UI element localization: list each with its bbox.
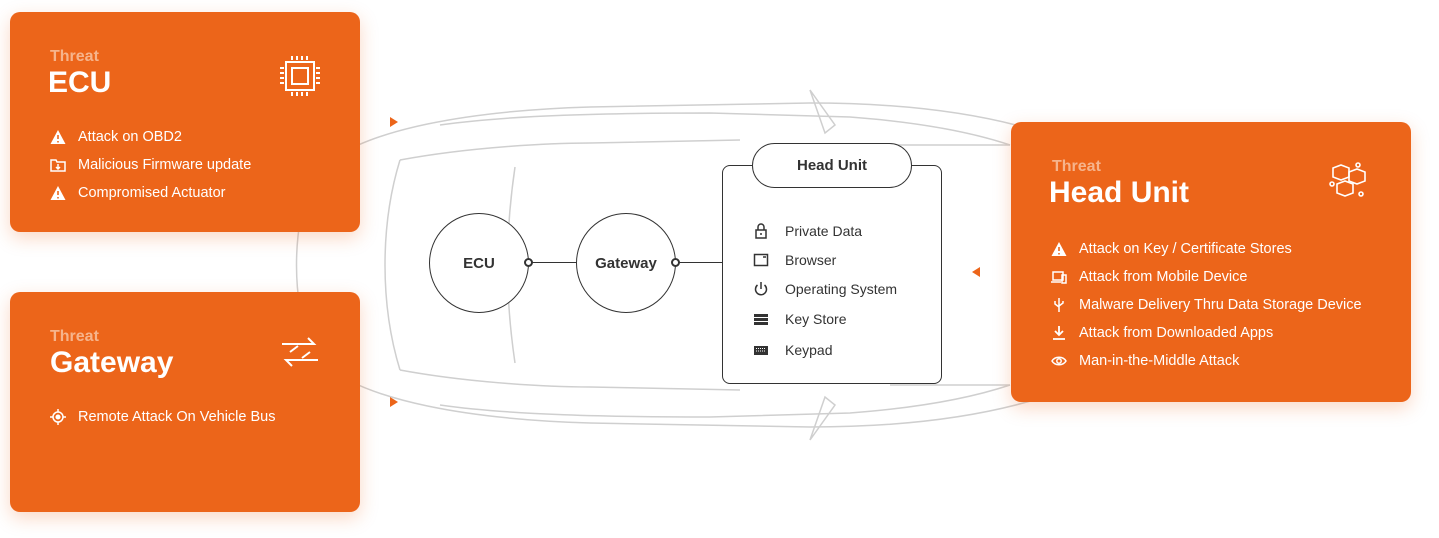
firmware-folder-icon	[50, 159, 66, 172]
ecu-node: ECU	[429, 213, 529, 313]
gateway-node: Gateway	[576, 213, 676, 313]
threat-label: Malware Delivery Thru Data Storage Devic…	[1079, 297, 1362, 313]
component-label: Private Data	[785, 222, 863, 239]
card-pretitle: Threat	[50, 328, 99, 345]
threat-label: Attack on OBD2	[78, 129, 182, 145]
threat-label: Attack from Mobile Device	[1079, 269, 1248, 285]
connector-dot	[671, 258, 680, 267]
card-pretitle: Threat	[50, 48, 99, 65]
threat-item: Remote Attack On Vehicle Bus	[50, 403, 275, 431]
node-label: Gateway	[595, 254, 657, 272]
card-title: Head Unit	[1049, 176, 1190, 209]
head-unit-title-label: Head Unit	[796, 157, 867, 174]
component-item: Browser	[753, 245, 897, 274]
threat-label: Malicious Firmware update	[78, 157, 252, 173]
arrow-marker	[390, 397, 398, 407]
component-label: Key Store	[785, 310, 847, 327]
eye-icon	[1051, 356, 1067, 366]
lock-icon	[755, 222, 767, 239]
threat-label: Compromised Actuator	[78, 185, 226, 201]
warning-icon	[50, 130, 66, 144]
exchange-arrows-icon	[282, 337, 318, 367]
component-item: Private Data	[753, 216, 897, 245]
connector-line	[675, 262, 723, 264]
gateway-threat-card: Threat Gateway Remote Attack On Vehicle …	[10, 292, 360, 512]
target-icon	[50, 409, 66, 425]
component-item: Key Store	[753, 303, 897, 334]
server-icon	[754, 313, 768, 325]
card-pretitle: Threat	[1052, 158, 1101, 175]
threat-label: Man-in-the-Middle Attack	[1079, 353, 1240, 369]
card-title: ECU	[48, 66, 112, 99]
browser-icon	[753, 253, 769, 266]
threat-item: Attack from Downloaded Apps	[1051, 319, 1362, 347]
keyboard-icon	[754, 345, 768, 355]
component-label: Browser	[785, 251, 837, 268]
threat-item: Attack on OBD2	[50, 123, 251, 151]
usb-icon	[1054, 298, 1064, 312]
head-unit-threat-card: Threat Head Unit Attack on Key / Certifi…	[1011, 122, 1411, 402]
component-label: Keypad	[785, 341, 833, 358]
warning-icon	[50, 186, 66, 200]
cubes-icon	[1329, 162, 1366, 197]
threat-label: Attack from Downloaded Apps	[1079, 325, 1274, 341]
download-icon	[1053, 326, 1065, 340]
head-unit-title: Head Unit	[752, 143, 912, 188]
threat-item: Man-in-the-Middle Attack	[1051, 347, 1362, 375]
connector-line	[528, 262, 578, 264]
card-title: Gateway	[50, 346, 174, 379]
warning-icon	[1051, 242, 1067, 256]
arrow-marker	[390, 117, 398, 127]
threat-label: Attack on Key / Certificate Stores	[1079, 241, 1292, 257]
arrow-marker	[972, 267, 980, 277]
chip-icon	[280, 56, 320, 96]
threat-label: Remote Attack On Vehicle Bus	[78, 409, 276, 425]
component-item: Operating System	[753, 274, 897, 303]
component-label: Operating System	[785, 280, 898, 297]
car-outline	[295, 89, 1051, 441]
threat-item: Compromised Actuator	[50, 179, 251, 207]
ecu-threat-card: Threat ECU Attack on OBD2 Malicious Firm…	[10, 12, 360, 232]
power-icon	[754, 281, 768, 295]
threat-item: Attack from Mobile Device	[1051, 263, 1362, 291]
threat-item: Malicious Firmware update	[50, 151, 251, 179]
node-label: ECU	[463, 254, 495, 272]
head-unit-box: Private Data Browser Operating System Ke…	[722, 165, 942, 384]
threat-item: Attack on Key / Certificate Stores	[1051, 235, 1362, 263]
component-item: Keypad	[753, 334, 897, 365]
devices-icon	[1051, 271, 1067, 284]
threat-item: Malware Delivery Thru Data Storage Devic…	[1051, 291, 1362, 319]
connector-dot	[524, 258, 533, 267]
